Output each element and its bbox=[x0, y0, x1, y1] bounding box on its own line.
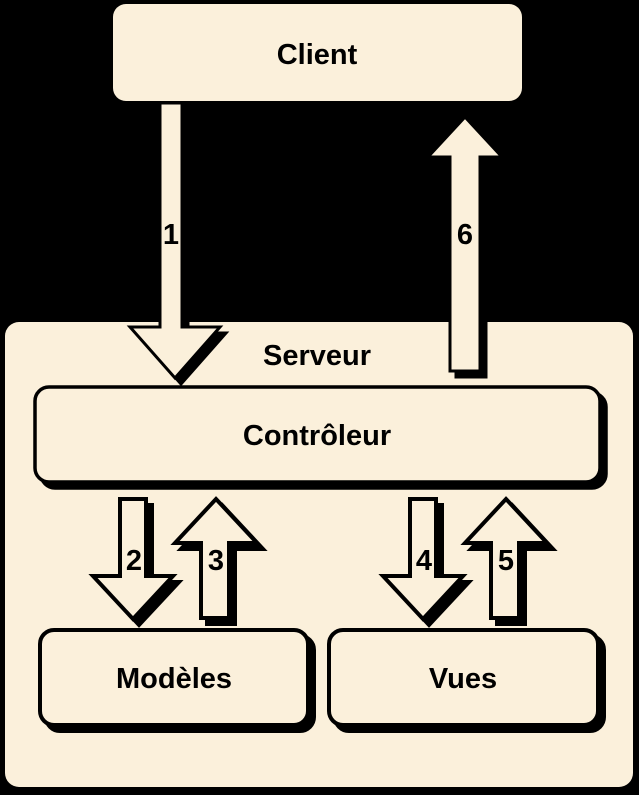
arrow-2-controller-to-models bbox=[88, 497, 178, 622]
arrow-6-label: 6 bbox=[457, 219, 473, 251]
arrow-4-label: 4 bbox=[416, 545, 432, 577]
arrow-3-label: 3 bbox=[208, 545, 224, 577]
arrow-1-client-to-controller bbox=[126, 101, 224, 381]
arrow-2-label: 2 bbox=[126, 545, 142, 577]
controller-box bbox=[33, 385, 602, 484]
views-label: Vues bbox=[429, 663, 497, 695]
controller-label: Contrôleur bbox=[243, 420, 391, 452]
arrow-3-models-to-controller bbox=[170, 496, 262, 620]
client-box bbox=[113, 4, 522, 101]
arrow-5-label: 5 bbox=[498, 545, 514, 577]
models-box bbox=[38, 628, 310, 727]
arrow-5-views-to-controller bbox=[460, 496, 552, 620]
views-box bbox=[327, 628, 600, 727]
arrow-4-controller-to-views bbox=[378, 497, 468, 622]
arrow-1-label: 1 bbox=[163, 219, 179, 251]
client-label: Client bbox=[277, 39, 358, 71]
models-label: Modèles bbox=[116, 663, 232, 695]
server-label: Serveur bbox=[263, 340, 371, 372]
arrow-6-controller-to-client bbox=[424, 114, 506, 373]
